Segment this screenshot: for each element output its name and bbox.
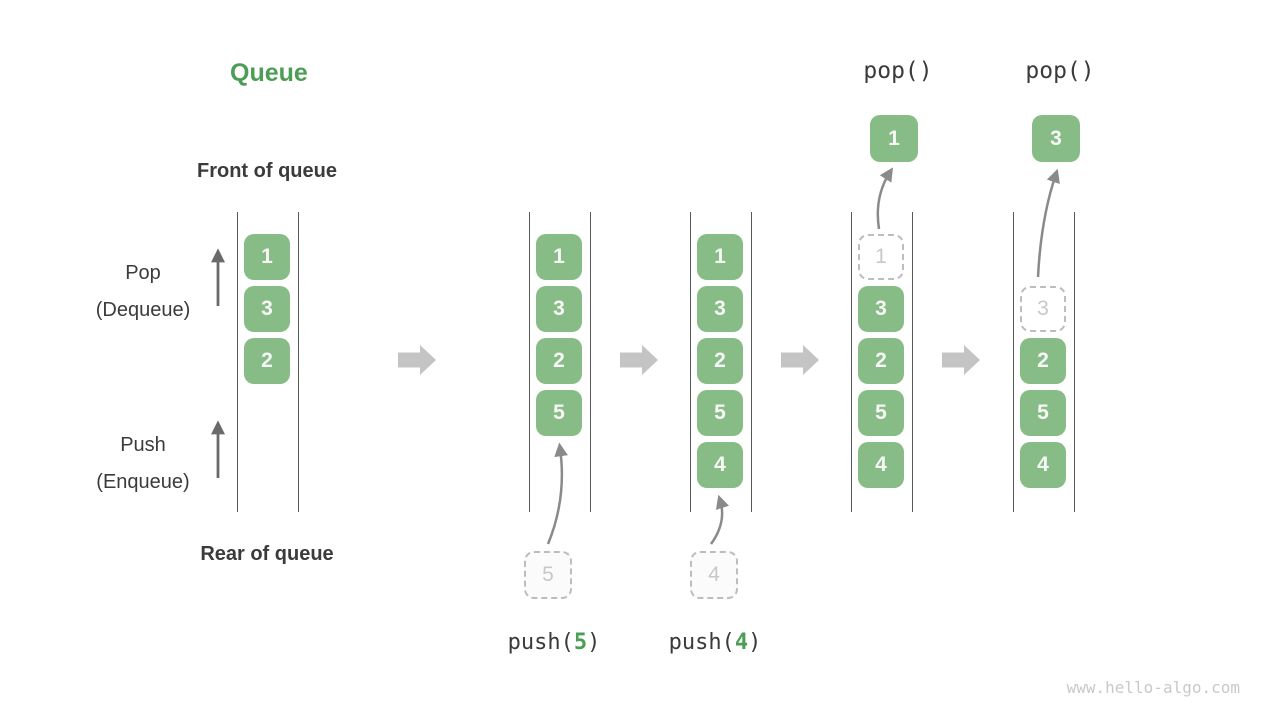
push-5-arrow-icon	[546, 442, 568, 545]
popped-item-1: 1	[870, 115, 918, 162]
front-of-queue-label: Front of queue	[197, 160, 337, 182]
pop-side-label: Pop (Dequeue)	[43, 255, 243, 329]
queue-rail-right	[911, 212, 913, 512]
push-side-label-sub: (Enqueue)	[96, 471, 190, 493]
queue-item-4: 4	[1020, 442, 1066, 488]
transition-arrow-icon	[398, 345, 436, 375]
queue-item-3: 3	[244, 286, 290, 332]
queue-item-1: 1	[697, 234, 743, 280]
queue-rail-left	[1012, 212, 1014, 512]
queue-rail-right	[589, 212, 591, 512]
push-label-arg: 5	[573, 630, 588, 655]
diagram-title: Queue	[230, 59, 308, 87]
pop-3-arrow-icon	[1036, 168, 1060, 278]
queue-item-5: 5	[536, 390, 582, 436]
queue-item-4: 4	[858, 442, 904, 488]
queue-item-2: 2	[697, 338, 743, 384]
push-side-label-main: Push	[120, 434, 166, 456]
push-operation-label: push(5)	[464, 630, 644, 655]
queue-item-3: 3	[536, 286, 582, 332]
queue-item-5: 5	[697, 390, 743, 436]
queue-item-1: 1	[536, 234, 582, 280]
queue-item-5: 5	[1020, 390, 1066, 436]
queue-rail-left	[528, 212, 530, 512]
queue-item-2: 2	[1020, 338, 1066, 384]
queue-rail-right	[1073, 212, 1075, 512]
queue-item-3-popped-ghost: 3	[1020, 286, 1066, 332]
queue-item-3: 3	[697, 286, 743, 332]
push-operation-label: push(4)	[625, 630, 805, 655]
popped-item-3: 3	[1032, 115, 1080, 162]
queue-item-2: 2	[244, 338, 290, 384]
queue-item-1-popped-ghost: 1	[858, 234, 904, 280]
pop-operation-label: pop()	[1025, 58, 1095, 84]
push-side-label: Push (Enqueue)	[43, 427, 243, 501]
pop-operation-label: pop()	[863, 58, 933, 84]
push-label-arg: 4	[734, 630, 749, 655]
queue-item-5: 5	[858, 390, 904, 436]
push-4-arrow-icon	[709, 494, 730, 545]
queue-item-4: 4	[697, 442, 743, 488]
watermark: www.hello-algo.com	[1066, 678, 1240, 697]
queue-item-2: 2	[858, 338, 904, 384]
push-label-prefix: push(	[507, 630, 574, 655]
queue-item-2: 2	[536, 338, 582, 384]
queue-rail-left	[689, 212, 691, 512]
staged-item-5: 5	[524, 551, 572, 599]
queue-rail-right	[297, 212, 299, 512]
push-label-suffix: )	[748, 630, 762, 655]
pop-side-label-main: Pop	[125, 262, 161, 284]
push-label-suffix: )	[587, 630, 601, 655]
queue-item-1: 1	[244, 234, 290, 280]
rear-of-queue-label: Rear of queue	[200, 543, 334, 565]
staged-item-4: 4	[690, 551, 738, 599]
transition-arrow-icon	[942, 345, 980, 375]
transition-arrow-icon	[781, 345, 819, 375]
push-label-prefix: push(	[668, 630, 735, 655]
pop-side-label-sub: (Dequeue)	[95, 299, 191, 321]
queue-rail-left	[850, 212, 852, 512]
queue-rail-left	[236, 212, 238, 512]
transition-arrow-icon	[620, 345, 658, 375]
queue-rail-right	[750, 212, 752, 512]
pop-1-arrow-icon	[876, 167, 893, 230]
queue-item-3: 3	[858, 286, 904, 332]
